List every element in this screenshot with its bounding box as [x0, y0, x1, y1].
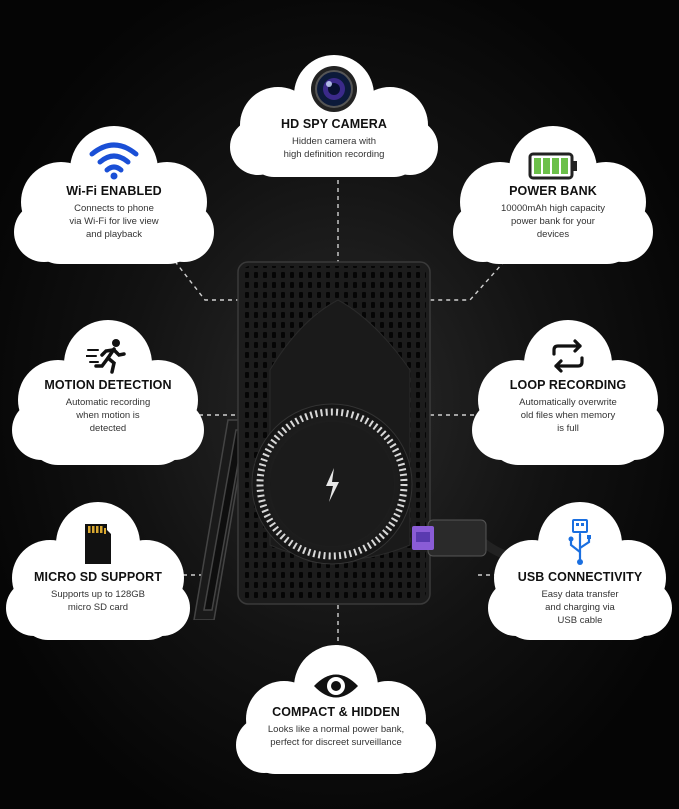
feature-title: MOTION DETECTION [44, 378, 172, 392]
feature-description: Looks like a normal power bank, perfect … [267, 724, 405, 748]
feature-description: 10000mAh high capacity power bank for yo… [500, 203, 606, 240]
feature-title: LOOP RECORDING [509, 378, 627, 392]
feature-title: POWER BANK [509, 184, 597, 198]
usb-icon [568, 519, 591, 565]
running-person-icon [86, 339, 126, 374]
feature-motion-cloud: MOTION DETECTION Automatic recording whe… [12, 318, 204, 473]
cloud-shape [230, 55, 438, 177]
feature-power-cloud: POWER BANK 10000mAh high capacity power … [453, 122, 653, 272]
loop-arrows-icon [552, 339, 584, 373]
feature-description: Automatically overwrite old files when m… [519, 397, 617, 434]
eye-icon [314, 674, 358, 698]
micro-sd-card-icon [85, 524, 111, 564]
cloud-shape [12, 320, 204, 465]
power-bank-camera-device [193, 261, 520, 620]
cloud-shape [472, 320, 664, 465]
feature-compact-cloud: COMPACT & HIDDEN Looks like a normal pow… [236, 645, 436, 780]
camera-lens-icon [311, 66, 357, 112]
feature-wifi-cloud: Wi-Fi ENABLED Connects to phone via Wi-F… [14, 122, 214, 272]
battery-icon [528, 152, 577, 180]
feature-description: Connects to phone via Wi-Fi for live vie… [69, 203, 159, 240]
feature-title: MICRO SD SUPPORT [34, 570, 162, 584]
cloud-shape [14, 126, 214, 264]
feature-sd-cloud: MICRO SD SUPPORT Supports up to 128GB mi… [6, 500, 190, 648]
feature-description: Hidden camera with high definition recor… [283, 136, 385, 160]
feature-title: HD SPY CAMERA [281, 117, 387, 131]
feature-description: Automatic recording when motion is detec… [65, 397, 151, 434]
feature-loop-cloud: LOOP RECORDING Automatically overwrite o… [472, 318, 664, 473]
feature-title: Wi-Fi ENABLED [66, 184, 162, 198]
feature-title: USB CONNECTIVITY [517, 570, 643, 584]
cloud-shape [488, 502, 672, 640]
feature-description: Supports up to 128GB micro SD card [50, 589, 145, 613]
feature-usb-cloud: USB CONNECTIVITY Easy data transfer and … [488, 500, 672, 648]
feature-camera-cloud: HD SPY CAMERA Hidden camera with high de… [228, 55, 440, 185]
cloud-shape [236, 645, 436, 774]
feature-title: COMPACT & HIDDEN [272, 705, 400, 719]
cloud-shape [6, 502, 190, 640]
feature-description: Easy data transfer and charging via USB … [541, 589, 619, 626]
wifi-icon [89, 142, 139, 180]
lightning-bolt-icon [326, 468, 339, 502]
